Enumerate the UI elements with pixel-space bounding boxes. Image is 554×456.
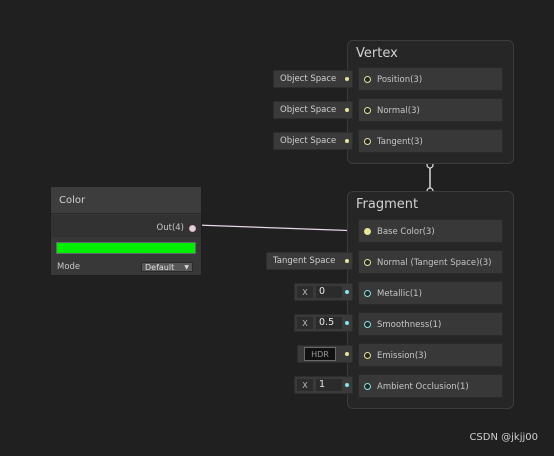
- output-label: Out(4): [156, 223, 184, 233]
- metallic-field[interactable]: X 0: [294, 283, 353, 301]
- slot-label: Smoothness(1): [377, 320, 442, 330]
- fragment-block[interactable]: Fragment Base Color(3) Normal (Tangent S…: [347, 191, 514, 409]
- input-port-icon[interactable]: [364, 352, 371, 359]
- output-row: Out(4): [51, 215, 201, 237]
- axis-label: X: [297, 379, 313, 391]
- color-node-header[interactable]: Color: [51, 187, 201, 214]
- slot-base-color[interactable]: Base Color(3): [358, 219, 503, 243]
- mode-dropdown[interactable]: Default ▼: [141, 262, 193, 272]
- input-port-icon[interactable]: [364, 228, 371, 235]
- slot-label: Metallic(1): [377, 289, 422, 299]
- vertex-block[interactable]: Vertex Position(3) Normal(3) Tangent(3): [347, 40, 514, 164]
- port-dot-icon: [345, 321, 349, 325]
- smoothness-field[interactable]: X 0.5: [294, 314, 353, 332]
- port-dot-icon: [345, 139, 349, 143]
- space-value: Object Space: [280, 105, 337, 115]
- slot-position[interactable]: Position(3): [358, 67, 503, 91]
- port-dot-icon: [345, 108, 349, 112]
- input-port-icon[interactable]: [364, 259, 371, 266]
- input-port-icon[interactable]: [364, 321, 371, 328]
- watermark: CSDN @jkjj00: [469, 432, 538, 443]
- port-dot-icon: [345, 77, 349, 81]
- port-dot-icon: [345, 383, 349, 387]
- slot-label: Ambient Occlusion(1): [377, 382, 469, 392]
- slot-label: Normal(3): [377, 106, 420, 116]
- input-port-icon[interactable]: [364, 107, 371, 114]
- mode-label: Mode: [57, 262, 81, 272]
- position-space-field[interactable]: Object Space: [273, 70, 353, 88]
- tangent-space-field[interactable]: Object Space: [273, 132, 353, 150]
- emission-field[interactable]: HDR: [297, 345, 353, 363]
- slot-label: Emission(3): [377, 351, 427, 361]
- ambient-occlusion-input[interactable]: 1: [316, 379, 342, 391]
- ambient-occlusion-field[interactable]: X 1: [294, 376, 353, 394]
- color-node[interactable]: Color Out(4) Mode Default ▼: [50, 186, 202, 276]
- port-dot-icon: [345, 259, 349, 263]
- slot-label: Position(3): [377, 75, 423, 85]
- slot-normal[interactable]: Normal(3): [358, 98, 503, 122]
- normal-tangent-space-field[interactable]: Tangent Space: [266, 252, 353, 270]
- chevron-down-icon: ▼: [184, 264, 189, 271]
- axis-label: X: [297, 317, 313, 329]
- color-node-title: Color: [59, 195, 86, 206]
- mode-value: Default: [145, 263, 175, 272]
- port-dot-icon: [345, 352, 349, 356]
- slot-emission[interactable]: Emission(3): [358, 343, 503, 367]
- slot-label: Base Color(3): [377, 227, 435, 237]
- space-value: Object Space: [280, 74, 337, 84]
- input-port-icon[interactable]: [364, 138, 371, 145]
- axis-label: X: [297, 286, 313, 298]
- normal-space-field[interactable]: Object Space: [273, 101, 353, 119]
- color-swatch[interactable]: [56, 242, 196, 254]
- slot-label: Normal (Tangent Space)(3): [377, 258, 492, 268]
- slot-tangent[interactable]: Tangent(3): [358, 129, 503, 153]
- slot-normal-tangent[interactable]: Normal (Tangent Space)(3): [358, 250, 503, 274]
- smoothness-input[interactable]: 0.5: [316, 317, 342, 329]
- metallic-input[interactable]: 0: [316, 286, 342, 298]
- output-port-icon[interactable]: [189, 225, 196, 232]
- fragment-title: Fragment: [356, 197, 419, 212]
- slot-metallic[interactable]: Metallic(1): [358, 281, 503, 305]
- slot-smoothness[interactable]: Smoothness(1): [358, 312, 503, 336]
- port-dot-icon: [345, 290, 349, 294]
- space-value: Tangent Space: [273, 256, 336, 266]
- slot-ambient-occlusion[interactable]: Ambient Occlusion(1): [358, 374, 503, 398]
- input-port-icon[interactable]: [364, 76, 371, 83]
- hdr-color-swatch[interactable]: HDR: [304, 347, 336, 361]
- space-value: Object Space: [280, 136, 337, 146]
- input-port-icon[interactable]: [364, 290, 371, 297]
- slot-label: Tangent(3): [377, 137, 423, 147]
- vertex-title: Vertex: [356, 46, 398, 61]
- input-port-icon[interactable]: [364, 383, 371, 390]
